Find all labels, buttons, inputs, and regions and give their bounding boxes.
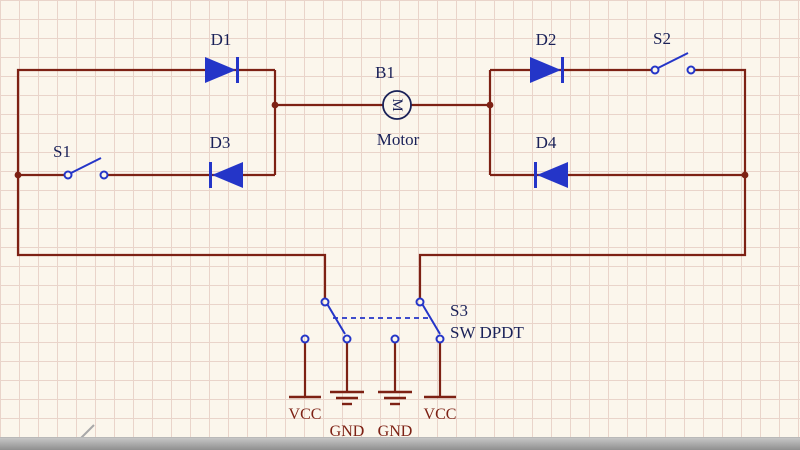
label-s3-type: SW DPDT [450,323,524,342]
switch-s3-dpdt-symbol [300,297,445,344]
label-d2: D2 [536,30,557,49]
label-s2: S2 [653,29,671,48]
s3-pole2-lever [421,303,441,335]
diode-d2-symbol [530,57,564,83]
switch-s2-symbol [650,52,696,75]
label-s1: S1 [53,142,71,161]
label-d4: D4 [536,133,557,152]
diode-d2-triangle [530,57,561,83]
junction-dot [14,171,22,179]
gnd-symbol-left [330,390,364,406]
label-vcc-left: VCC [289,406,322,423]
junction-dot [271,101,279,109]
s3-throw3-contact [390,334,400,344]
junction-dot [741,171,749,179]
label-motor: Motor [377,130,420,149]
switch-s1-contact-right [99,170,109,180]
label-gnd-left: GND [330,423,365,440]
diode-d3-triangle [212,162,243,188]
label-d1: D1 [211,30,232,49]
junction-dot [486,101,494,109]
wire-left-net-outline [16,68,327,299]
s3-pole1-contact [320,297,330,307]
label-b1: B1 [375,63,395,82]
motor-b1-symbol: M [382,90,412,120]
s3-throw2-contact [342,334,352,344]
switch-s1-symbol [63,157,109,180]
diode-d3-symbol [209,162,243,188]
switch-s2-contact-right [686,65,696,75]
switch-s1-contact-left [63,170,73,180]
s3-throw4-contact [435,334,445,344]
switch-s2-lever [657,52,689,69]
s3-pole1-lever [326,303,346,335]
diode-d4-symbol [534,162,568,188]
motor-circle [382,90,412,120]
diode-d1-triangle [205,57,236,83]
s3-pole2-contact [415,297,425,307]
label-gnd-right: GND [378,423,413,440]
diode-d4-triangle [537,162,568,188]
label-vcc-right: VCC [424,406,457,423]
label-d3: D3 [210,133,231,152]
wire-right-net-outline [418,68,747,299]
switch-s1-lever [70,157,102,174]
window-bottom-edge [0,437,800,450]
switch-s2-contact-left [650,65,660,75]
gnd-symbol-right [378,390,412,406]
label-s3: S3 [450,301,468,320]
motor-letter: M [389,98,405,111]
diode-d1-symbol [205,57,239,83]
s3-throw1-contact [300,334,310,344]
